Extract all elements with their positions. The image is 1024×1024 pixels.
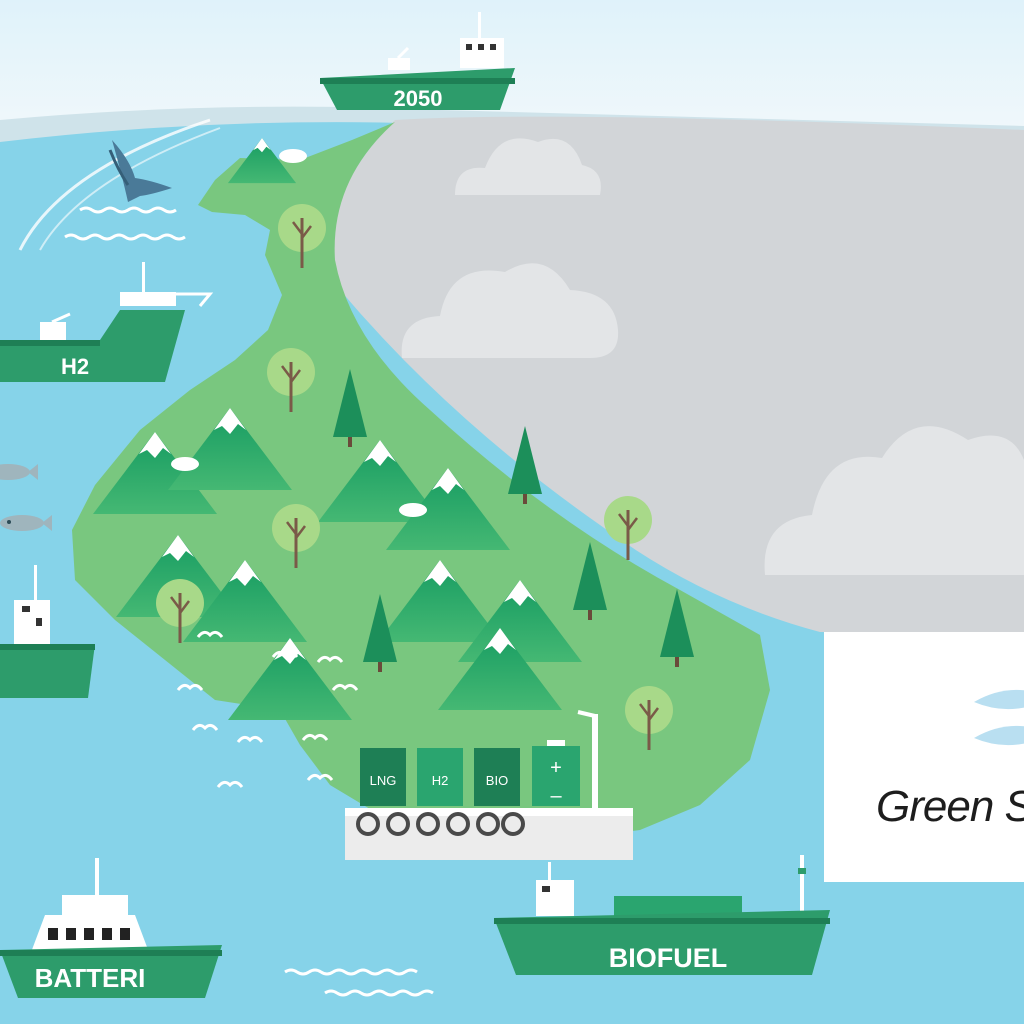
vessel-batteri: BATTERI [0, 858, 222, 998]
brand-panel: Green S [824, 632, 1024, 882]
fuel-tank-bio: BIO [474, 748, 520, 806]
fuel-tank-h2: H2 [417, 748, 463, 806]
whale-tail-icon [108, 140, 172, 202]
leaf-icon [974, 690, 1024, 746]
cloud [401, 263, 619, 358]
vessel-batteri-label: BATTERI [35, 963, 146, 993]
svg-text:H2: H2 [432, 773, 449, 788]
cloud [764, 426, 1024, 575]
svg-text:BIO: BIO [486, 773, 508, 788]
svg-text:LNG: LNG [370, 773, 397, 788]
battery-icon: + – [532, 740, 580, 807]
vessel-2050: 2050 [320, 12, 515, 111]
vessel-biofuel-label: BIOFUEL [609, 943, 728, 973]
cloud [455, 138, 601, 195]
vessel-left [0, 565, 95, 698]
vessel-biofuel: BIOFUEL [494, 855, 830, 975]
vessel-2050-label: 2050 [394, 86, 443, 111]
wave-swirl [18, 118, 211, 251]
vessel-h2-label: H2 [61, 354, 89, 379]
vessel-h2: H2 [0, 262, 214, 382]
svg-text:–: – [550, 785, 562, 807]
brand-name: Green S [876, 782, 1024, 831]
land [72, 122, 770, 840]
port: LNG H2 BIO + – [345, 710, 633, 860]
port-fenders [356, 812, 525, 836]
fuel-tank-lng: LNG [360, 748, 406, 806]
water-ripples [64, 206, 434, 997]
svg-text:+: + [550, 757, 562, 779]
